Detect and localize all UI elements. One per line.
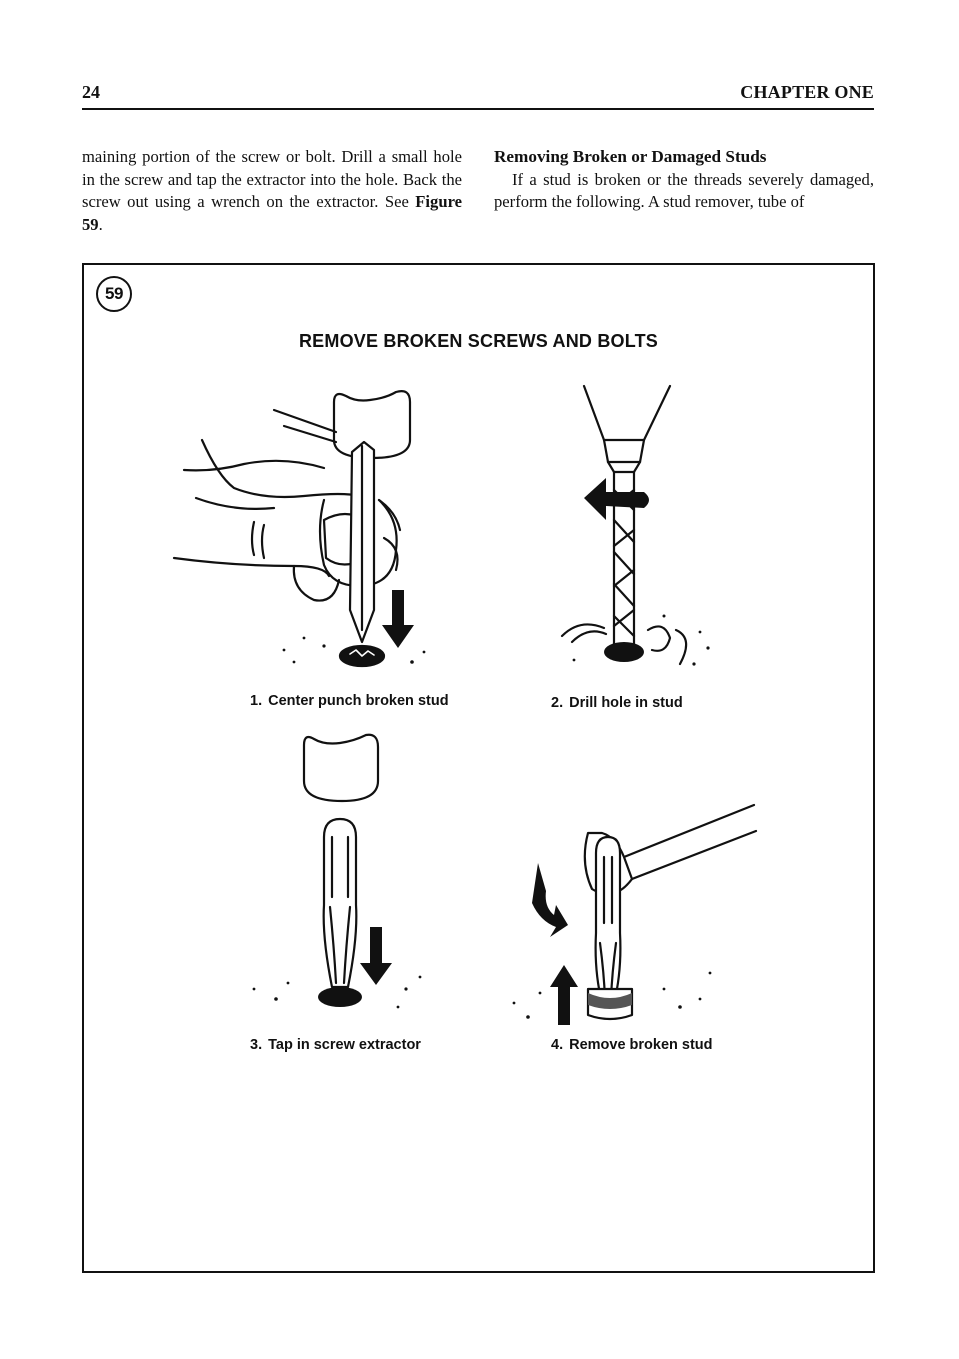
left-paragraph-end: . xyxy=(98,214,103,234)
panel-1-caption-text: Center punch broken stud xyxy=(268,693,449,709)
panel-3-caption-text: Tap in screw extractor xyxy=(268,1037,421,1053)
panel-2-caption: 2. Drill hole in stud xyxy=(551,695,683,711)
figure-59: 59 REMOVE BROKEN SCREWS AND BOLTS xyxy=(82,263,875,1273)
page-header: 24 CHAPTER ONE xyxy=(82,82,874,110)
figure-reference: Figure 59 xyxy=(82,192,462,234)
right-column: Removing Broken or Damaged Studs If a st… xyxy=(494,146,874,214)
arrow-up-icon xyxy=(550,965,578,1025)
panel-1-caption: 1. Center punch broken stud xyxy=(250,693,449,709)
center-punch-illustration xyxy=(172,390,426,668)
page-number: 24 xyxy=(82,82,100,102)
rotation-arrow-icon xyxy=(532,863,568,937)
figure-number-badge: 59 xyxy=(96,276,132,312)
chapter-title: CHAPTER ONE xyxy=(740,82,874,102)
arrow-down-icon xyxy=(360,927,392,985)
panel-2-step: 2. xyxy=(551,695,564,711)
remove-stud-illustration xyxy=(512,803,758,1025)
panel-3-step: 3. xyxy=(250,1037,263,1053)
rotation-arrow-icon xyxy=(584,478,649,520)
panel-3-caption: 3. Tap in screw extractor xyxy=(250,1037,421,1053)
drill-illustration xyxy=(560,384,710,666)
panel-4-step: 4. xyxy=(551,1037,564,1053)
left-paragraph: maining portion of the screw or bolt. Dr… xyxy=(82,146,462,236)
arrow-down-icon xyxy=(382,590,414,648)
left-column: maining portion of the screw or bolt. Dr… xyxy=(82,146,462,236)
panel-4-caption-text: Remove broken stud xyxy=(569,1037,713,1053)
right-paragraph: If a stud is broken or the threads sever… xyxy=(494,169,874,212)
screw-extractor-illustration xyxy=(252,733,422,1009)
left-paragraph-text: maining portion of the screw or bolt. Dr… xyxy=(82,147,462,212)
figure-title: REMOVE BROKEN SCREWS AND BOLTS xyxy=(298,331,658,351)
panel-2-caption-text: Drill hole in stud xyxy=(569,695,683,711)
panel-1-step: 1. xyxy=(250,693,263,709)
panel-4-caption: 4. Remove broken stud xyxy=(551,1037,713,1053)
section-heading: Removing Broken or Damaged Studs xyxy=(494,147,767,166)
